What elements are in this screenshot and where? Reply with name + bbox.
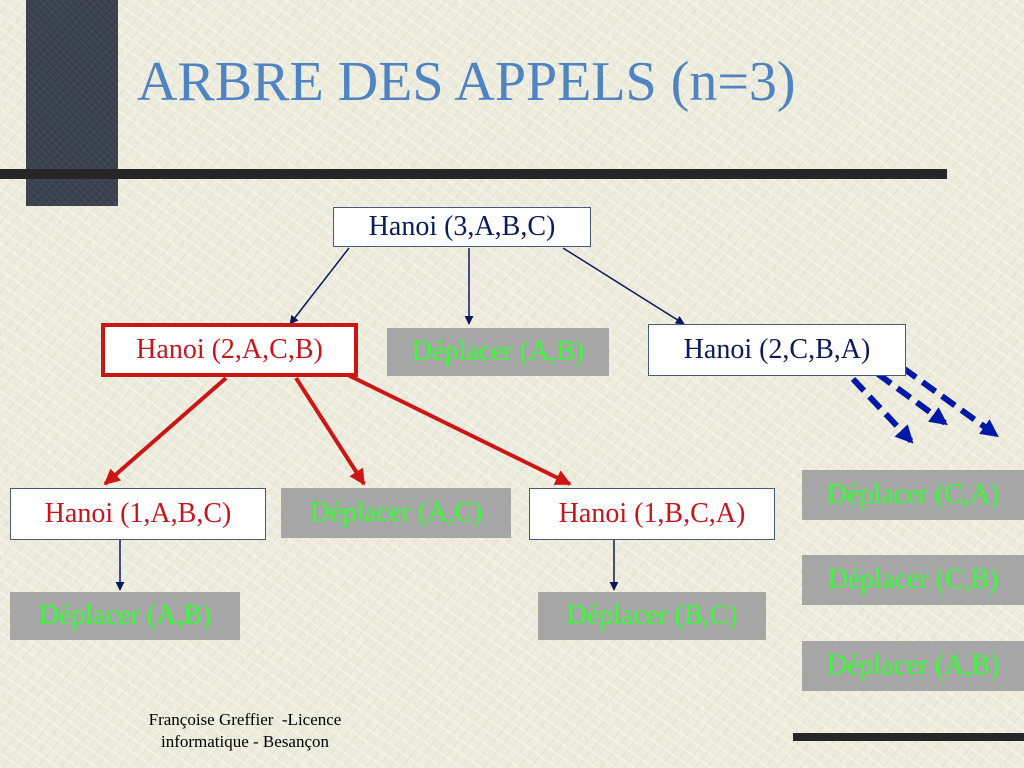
footer-line-2: informatique - Besançon — [160, 732, 330, 752]
node-lm-move: Déplacer (A,C) — [281, 488, 511, 538]
top-divider-bar — [0, 169, 947, 179]
edge-left-ll — [103, 376, 228, 486]
edge-left-lr — [345, 372, 572, 486]
node-right-move-2: Déplacer (C,B) — [802, 555, 1024, 605]
edge-root-left — [289, 247, 350, 325]
node-right-move-1: Déplacer (C,A) — [802, 470, 1024, 520]
slide-title: ARBRE DES APPELS (n=3) — [137, 51, 796, 113]
bottom-divider-bar — [793, 733, 1024, 741]
node-ll-call: Hanoi (1,A,B,C) — [10, 488, 266, 540]
edge-root-right — [562, 247, 685, 325]
node-lr-call: Hanoi (1,B,C,A) — [529, 488, 775, 540]
edge-right-r2 — [876, 371, 948, 426]
footer-line-1: Françoise Greffier -Licence — [148, 710, 342, 729]
node-right-move-3: Déplacer (A,B) — [802, 641, 1024, 691]
footer-credit: Françoise Greffier -Licence informatique… — [105, 709, 385, 753]
node-right-call: Hanoi (2,C,B,A) — [648, 324, 906, 376]
edge-left-lm — [294, 376, 366, 486]
node-left-call-highlighted: Hanoi (2,A,C,B) — [101, 323, 358, 377]
node-lr-move: Déplacer (B,C) — [538, 592, 766, 640]
node-ll-move: Déplacer (A,B) — [10, 592, 240, 640]
node-root-call: Hanoi (3,A,B,C) — [333, 207, 591, 247]
node-mid-move: Déplacer (A,B) — [387, 328, 609, 376]
edge-right-r1 — [850, 376, 914, 444]
edge-right-r3 — [901, 365, 999, 438]
